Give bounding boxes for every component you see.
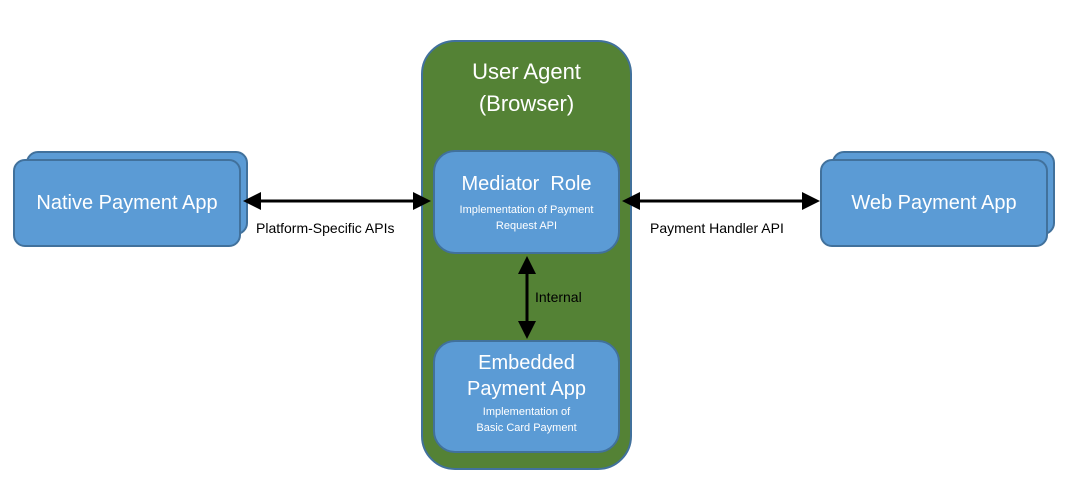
embedded-payment-app-node: Embedded Payment App Implementation of B… [433,340,620,453]
user-agent-title-line1: User Agent [472,59,581,84]
web-payment-app-label: Web Payment App [851,191,1017,214]
payment-handler-api-label: Payment Handler API [650,220,784,236]
user-agent-title: User Agent (Browser) [423,56,630,120]
mediator-role-node: Mediator Role Implementation of Payment … [433,150,620,254]
embedded-subtitle-line1: Implementation of [482,406,571,418]
user-agent-title-line2: (Browser) [478,91,575,116]
mediator-role-subtitle-line1: Implementation of Payment [459,204,594,216]
mediator-role-subtitle-line2: Request API [495,220,558,232]
platform-apis-label: Platform-Specific APIs [256,220,395,236]
embedded-subtitle-line2: Basic Card Payment [476,422,577,434]
native-payment-app-label: Native Payment App [36,191,218,214]
web-payment-app-node: Web Payment App [820,159,1048,247]
native-payment-app-node: Native Payment App [13,159,241,247]
mediator-role-title: Mediator Role [461,173,592,195]
internal-label: Internal [535,289,582,305]
embedded-title-line2: Payment App [467,378,586,400]
embedded-title-line1: Embedded [478,352,575,374]
